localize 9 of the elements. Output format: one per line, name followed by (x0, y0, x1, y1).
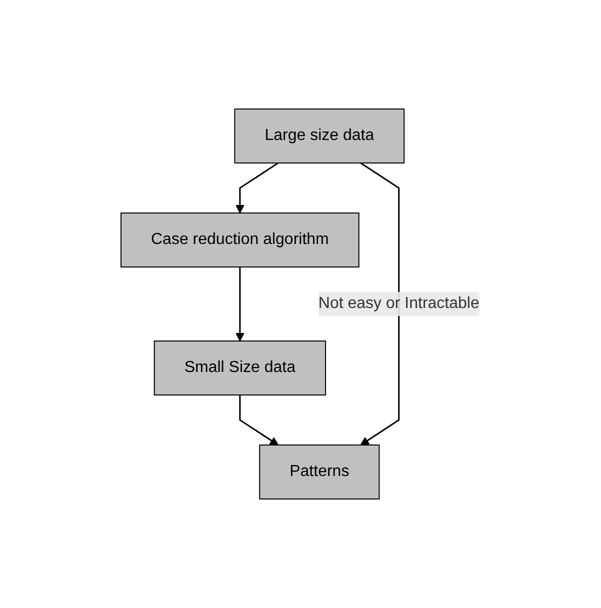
node-box: Small Size data (154, 340, 326, 396)
arrow (236, 162, 279, 214)
node-box: Patterns (259, 444, 380, 500)
arrow (236, 267, 245, 342)
node-box: Large size data (234, 108, 405, 164)
arrow (240, 395, 279, 446)
node-box: Case reduction algorithm (120, 212, 360, 268)
arrow (360, 162, 400, 446)
edge-label: Not easy or Intractable (318, 295, 480, 312)
